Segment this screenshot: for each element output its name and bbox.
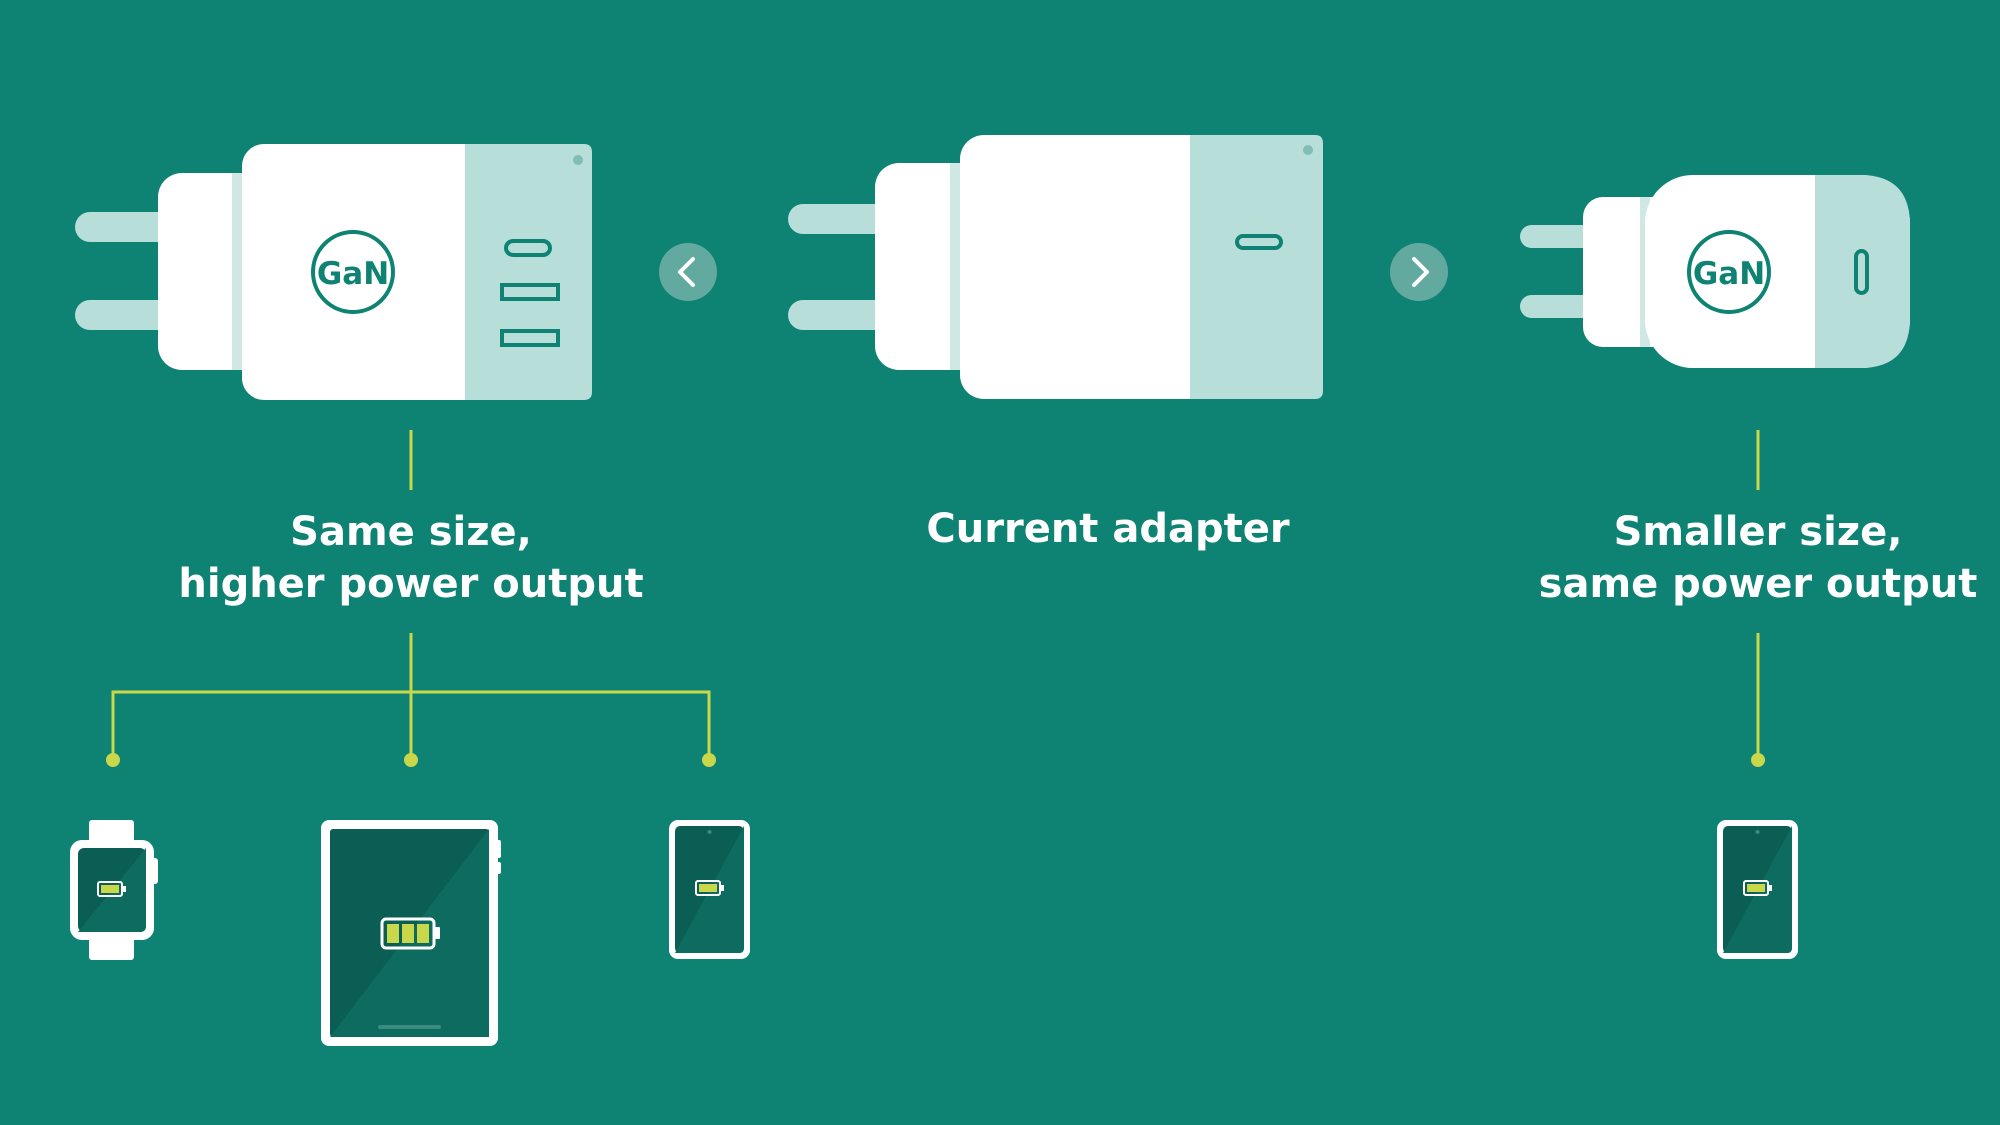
battery-icon (695, 880, 721, 896)
smartwatch-icon (70, 820, 158, 960)
usb-a-port (500, 283, 560, 301)
adapter-face (465, 144, 592, 400)
plug-prong-top (788, 204, 898, 234)
gan-badge-text: GaN (317, 256, 389, 292)
gan-adapter-large: GaN (75, 144, 592, 400)
adapter-face (1190, 135, 1323, 399)
label-current-adapter: Current adapter (858, 503, 1358, 555)
tablet-icon (321, 820, 501, 1046)
label-same-size-line1: Same size, (290, 509, 532, 555)
gan-badge (311, 230, 395, 314)
plug-prong-bottom (1520, 295, 1595, 318)
label-smaller-size-line1: Smaller size, (1613, 509, 1903, 555)
usb-c-port (1235, 234, 1283, 250)
connector-dots (106, 753, 1765, 767)
gan-adapter-small: GaN (1520, 175, 1910, 368)
label-same-size: Same size, higher power output (161, 506, 661, 610)
connector-branch (111, 690, 711, 760)
connector-lines (111, 430, 1760, 760)
battery-icon (97, 881, 123, 897)
usb-a-port (500, 329, 560, 347)
plug-prong-bottom (788, 300, 898, 330)
label-same-size-line2: higher power output (178, 561, 644, 607)
plug-prong-top (75, 212, 185, 242)
smartphone-icon (669, 820, 750, 959)
current-adapter (788, 135, 1323, 399)
chevron-right-icon (1412, 257, 1429, 287)
next-arrow-button[interactable] (1390, 243, 1448, 301)
label-current-adapter-text: Current adapter (926, 506, 1290, 552)
chevron-left-icon (678, 257, 695, 287)
label-smaller-size: Smaller size, same power output (1508, 506, 2000, 610)
usb-c-port (504, 239, 552, 257)
usb-c-port (1854, 249, 1869, 295)
label-smaller-size-line2: same power output (1538, 561, 1978, 607)
prev-arrow-button[interactable] (659, 243, 717, 301)
battery-icon (1743, 880, 1769, 896)
battery-icon (380, 917, 436, 950)
adapter-face (1815, 175, 1860, 368)
gan-badge-text: GaN (1693, 256, 1765, 292)
plug-prong-top (1520, 225, 1595, 248)
gan-badge (1687, 230, 1771, 314)
plug-prong-bottom (75, 300, 185, 330)
smartphone-icon (1717, 820, 1798, 959)
